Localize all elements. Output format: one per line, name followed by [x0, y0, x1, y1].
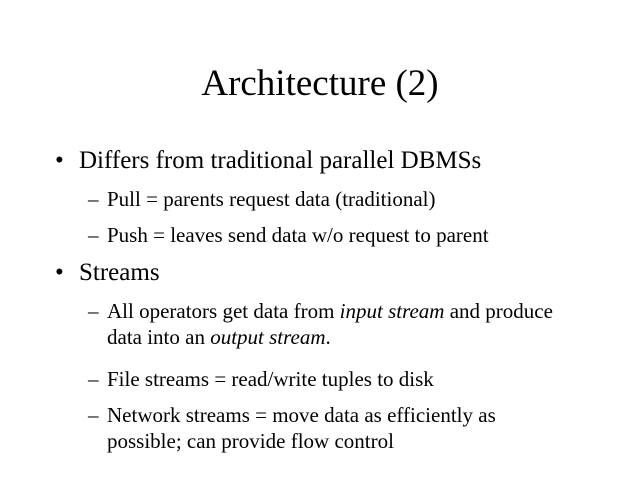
dash-marker: –	[88, 187, 99, 211]
sub-bullet-text: Push = leaves send data w/o request to p…	[107, 223, 489, 247]
sub-bullet-text: Network streams = move data as efficient…	[107, 403, 496, 453]
bullet-marker: •	[55, 147, 64, 174]
italic-input-stream: input stream	[339, 299, 445, 323]
bullet-text: Differs from traditional parallel DBMSs	[79, 147, 482, 174]
slide-title: Architecture (2)	[201, 63, 439, 104]
sub-bullet-operators: – All operators get data from input stre…	[88, 298, 558, 350]
bullet-streams: • Streams	[55, 258, 160, 288]
dash-marker: –	[88, 367, 99, 391]
sub-bullet-file-streams: – File streams = read/write tuples to di…	[88, 366, 588, 392]
dash-marker: –	[88, 223, 99, 247]
bullet-differs: • Differs from traditional parallel DBMSs	[55, 146, 481, 176]
bullet-marker: •	[55, 259, 64, 286]
sub-bullet-text: Pull = parents request data (traditional…	[107, 187, 436, 211]
dash-marker: –	[88, 299, 99, 323]
bullet-text: Streams	[79, 259, 160, 286]
sub-bullet-text: All operators get data from input stream…	[107, 299, 553, 349]
dash-marker: –	[88, 403, 99, 427]
italic-output-stream: output stream	[210, 325, 326, 349]
sub-bullet-network-streams: – Network streams = move data as efficie…	[88, 402, 573, 454]
sub-bullet-push: – Push = leaves send data w/o request to…	[88, 222, 588, 248]
sub-bullet-text: File streams = read/write tuples to disk	[107, 367, 434, 391]
sub-bullet-pull: – Pull = parents request data (tradition…	[88, 186, 588, 212]
